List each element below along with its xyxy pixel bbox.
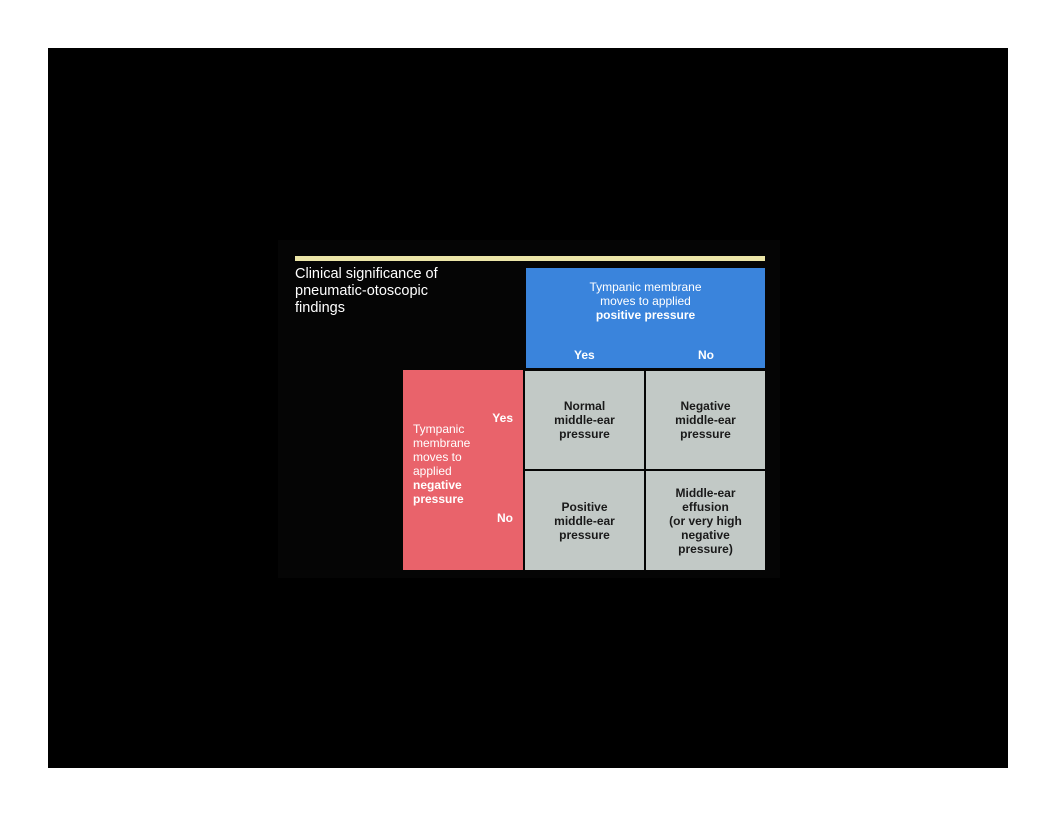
column-header-line-2: moves to applied — [600, 294, 691, 308]
row-header-line-3: moves to — [413, 450, 462, 464]
row-header-line-6: pressure — [413, 492, 464, 506]
row-header-line-1: Tympanic — [413, 422, 465, 436]
column-header-line-1: Tympanic membrane — [589, 280, 702, 294]
column-header-text: Tympanic membrane moves to applied posit… — [526, 280, 765, 322]
title-rule — [295, 256, 765, 261]
row-label-yes: Yes — [492, 411, 513, 425]
cell-positive-pressure: Positive middle-ear pressure — [525, 471, 644, 570]
cell-negative-pressure: Negative middle-ear pressure — [646, 371, 765, 469]
row-header-text: Tympanic membrane moves to applied negat… — [413, 422, 493, 506]
row-label-no: No — [497, 511, 513, 525]
row-header-line-5: negative — [413, 478, 462, 492]
column-label-yes: Yes — [574, 348, 595, 362]
column-header-line-3: positive pressure — [595, 308, 696, 322]
column-header-positive-pressure: Tympanic membrane moves to applied posit… — [526, 268, 765, 368]
row-header-line-4: applied — [413, 464, 452, 478]
row-header-negative-pressure: Tympanic membrane moves to applied negat… — [403, 370, 523, 570]
row-header-line-2: membrane — [413, 436, 471, 450]
column-label-no: No — [698, 348, 714, 362]
cell-middle-ear-effusion: Middle-ear effusion (or very high negati… — [646, 471, 765, 570]
cell-normal-pressure: Normal middle-ear pressure — [525, 371, 644, 469]
slide-title: Clinical significance of pneumatic-otosc… — [295, 266, 438, 316]
